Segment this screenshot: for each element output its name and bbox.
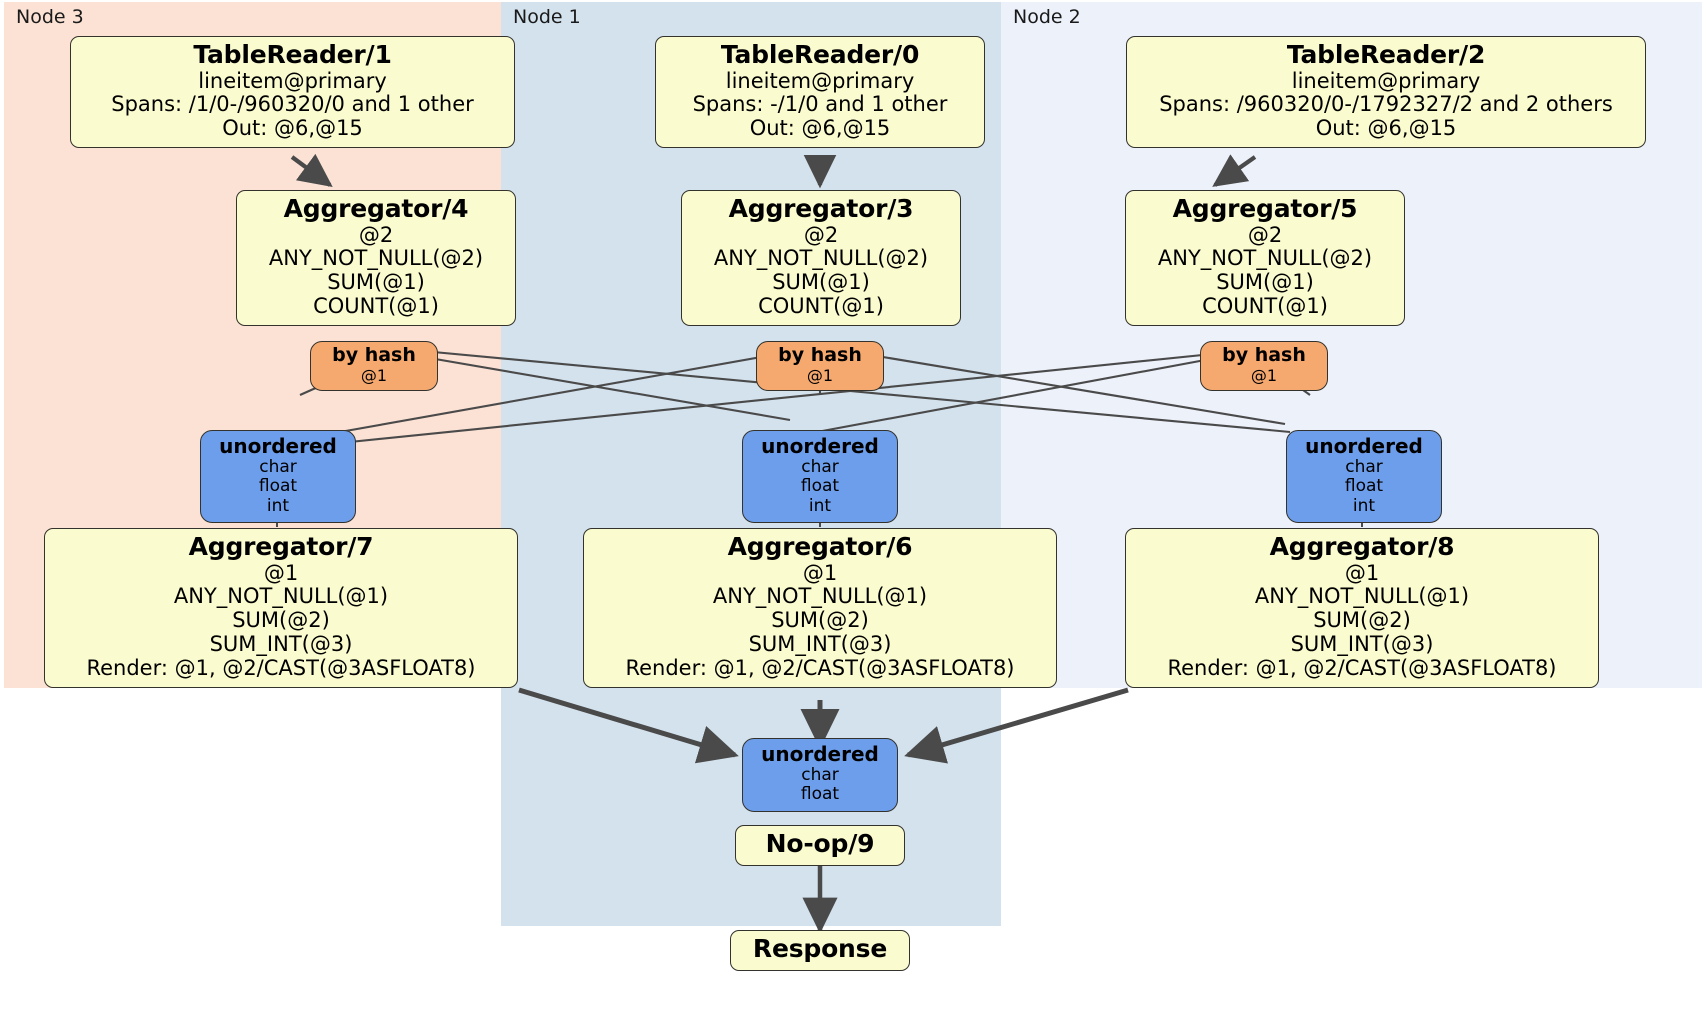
- processor-detail-agg1: ANY_NOT_NULL(@2): [713, 246, 929, 271]
- processor-aggregator-4[interactable]: Aggregator/4 @2 ANY_NOT_NULL(@2) SUM(@1)…: [236, 190, 516, 327]
- router-column: @1: [360, 365, 388, 385]
- synchronizer-type-float: float: [800, 476, 840, 497]
- synchronizer-unordered-final[interactable]: unordered char float: [742, 738, 898, 812]
- processor-aggregator-5[interactable]: Aggregator/5 @2 ANY_NOT_NULL(@2) SUM(@1)…: [1125, 190, 1405, 327]
- processor-tablereader-0[interactable]: TableReader/0 lineitem@primary Spans: -/…: [655, 36, 985, 149]
- processor-detail-agg3: COUNT(@1): [1202, 294, 1328, 319]
- router-column: @1: [1250, 365, 1278, 385]
- router-column: @1: [806, 365, 834, 385]
- processor-detail-groupcols: @2: [358, 222, 394, 247]
- processor-detail-agg2: SUM(@1): [1216, 270, 1314, 295]
- processor-title: TableReader/2: [1286, 40, 1486, 69]
- synchronizer-unordered-right[interactable]: unordered char float int: [1286, 430, 1442, 523]
- processor-title: Aggregator/4: [283, 194, 469, 223]
- processor-title: Aggregator/7: [188, 532, 374, 561]
- processor-detail-agg3: SUM_INT(@3): [209, 632, 353, 657]
- processor-detail-agg3: COUNT(@1): [758, 294, 884, 319]
- processor-detail-agg2: SUM(@2): [771, 608, 869, 633]
- router-title: by hash: [778, 344, 862, 366]
- synchronizer-unordered-left[interactable]: unordered char float int: [200, 430, 356, 523]
- node-panel-label-node1: Node 1: [513, 6, 581, 28]
- processor-title: Aggregator/6: [727, 532, 913, 561]
- router-title: by hash: [1222, 344, 1306, 366]
- processor-detail-render: Render: @1, @2/CAST(@3ASFLOAT8): [1167, 656, 1557, 681]
- synchronizer-type-float: float: [800, 784, 840, 805]
- processor-tablereader-2[interactable]: TableReader/2 lineitem@primary Spans: /9…: [1126, 36, 1646, 149]
- processor-detail-agg2: SUM(@1): [327, 270, 425, 295]
- node-panel-label-node2: Node 2: [1013, 6, 1081, 28]
- processor-detail-out: Out: @6,@15: [222, 116, 363, 141]
- synchronizer-title: unordered: [761, 742, 879, 766]
- processor-tablereader-1[interactable]: TableReader/1 lineitem@primary Spans: /1…: [70, 36, 515, 149]
- processor-detail-agg1: ANY_NOT_NULL(@1): [173, 584, 389, 609]
- synchronizer-type-float: float: [258, 476, 298, 497]
- processor-detail-agg1: ANY_NOT_NULL(@1): [712, 584, 928, 609]
- processor-aggregator-3[interactable]: Aggregator/3 @2 ANY_NOT_NULL(@2) SUM(@1)…: [681, 190, 961, 327]
- processor-title: Aggregator/3: [728, 194, 914, 223]
- synchronizer-type-int: int: [266, 495, 290, 516]
- processor-detail-spans: Spans: /960320/0-/1792327/2 and 2 others: [1159, 92, 1613, 117]
- processor-title: TableReader/1: [193, 40, 392, 69]
- node-panel-label-node3: Node 3: [16, 6, 84, 28]
- processor-aggregator-8[interactable]: Aggregator/8 @1 ANY_NOT_NULL(@1) SUM(@2)…: [1125, 528, 1599, 689]
- synchronizer-type-int: int: [1352, 495, 1376, 516]
- processor-detail-spans: Spans: /1/0-/960320/0 and 1 other: [111, 92, 474, 117]
- processor-aggregator-6[interactable]: Aggregator/6 @1 ANY_NOT_NULL(@1) SUM(@2)…: [583, 528, 1057, 689]
- processor-detail-groupcols: @1: [263, 560, 299, 585]
- processor-title: TableReader/0: [720, 40, 920, 69]
- processor-aggregator-7[interactable]: Aggregator/7 @1 ANY_NOT_NULL(@1) SUM(@2)…: [44, 528, 518, 689]
- processor-detail-agg2: SUM(@1): [772, 270, 870, 295]
- processor-response[interactable]: Response: [730, 930, 910, 971]
- processor-title: No-op/9: [765, 829, 875, 858]
- processor-detail-out: Out: @6,@15: [749, 116, 891, 141]
- router-by-hash-right[interactable]: by hash @1: [1200, 341, 1328, 391]
- processor-detail-agg1: ANY_NOT_NULL(@2): [268, 246, 484, 271]
- processor-detail-groupcols: @2: [1247, 222, 1283, 247]
- processor-title: Response: [752, 934, 888, 963]
- processor-detail-out: Out: @6,@15: [1315, 116, 1457, 141]
- synchronizer-type-char: char: [801, 764, 839, 785]
- synchronizer-type-char: char: [259, 456, 297, 477]
- processor-detail-table: lineitem@primary: [198, 68, 387, 93]
- synchronizer-type-char: char: [801, 456, 839, 477]
- processor-detail-table: lineitem@primary: [1291, 68, 1481, 93]
- synchronizer-type-int: int: [808, 495, 832, 516]
- processor-detail-spans: Spans: -/1/0 and 1 other: [692, 92, 948, 117]
- processor-no-op-9[interactable]: No-op/9: [735, 825, 905, 866]
- processor-detail-groupcols: @1: [802, 560, 838, 585]
- processor-detail-table: lineitem@primary: [725, 68, 915, 93]
- router-title: by hash: [332, 344, 416, 366]
- processor-detail-agg1: ANY_NOT_NULL(@2): [1157, 246, 1373, 271]
- processor-detail-agg1: ANY_NOT_NULL(@1): [1254, 584, 1470, 609]
- processor-detail-agg3: SUM_INT(@3): [748, 632, 892, 657]
- processor-detail-groupcols: @1: [1344, 560, 1380, 585]
- processor-detail-agg2: SUM(@2): [232, 608, 330, 633]
- synchronizer-unordered-center[interactable]: unordered char float int: [742, 430, 898, 523]
- processor-detail-agg2: SUM(@2): [1313, 608, 1411, 633]
- processor-detail-render: Render: @1, @2/CAST(@3ASFLOAT8): [625, 656, 1015, 681]
- processor-detail-render: Render: @1, @2/CAST(@3ASFLOAT8): [86, 656, 476, 681]
- processor-detail-agg3: SUM_INT(@3): [1290, 632, 1434, 657]
- synchronizer-title: unordered: [761, 434, 879, 458]
- synchronizer-type-float: float: [1344, 476, 1384, 497]
- synchronizer-title: unordered: [1305, 434, 1423, 458]
- router-by-hash-left[interactable]: by hash @1: [310, 341, 438, 391]
- processor-detail-agg3: COUNT(@1): [313, 294, 439, 319]
- processor-detail-groupcols: @2: [803, 222, 839, 247]
- synchronizer-type-char: char: [1345, 456, 1383, 477]
- synchronizer-title: unordered: [219, 434, 337, 458]
- processor-title: Aggregator/5: [1172, 194, 1358, 223]
- processor-title: Aggregator/8: [1269, 532, 1455, 561]
- router-by-hash-center[interactable]: by hash @1: [756, 341, 884, 391]
